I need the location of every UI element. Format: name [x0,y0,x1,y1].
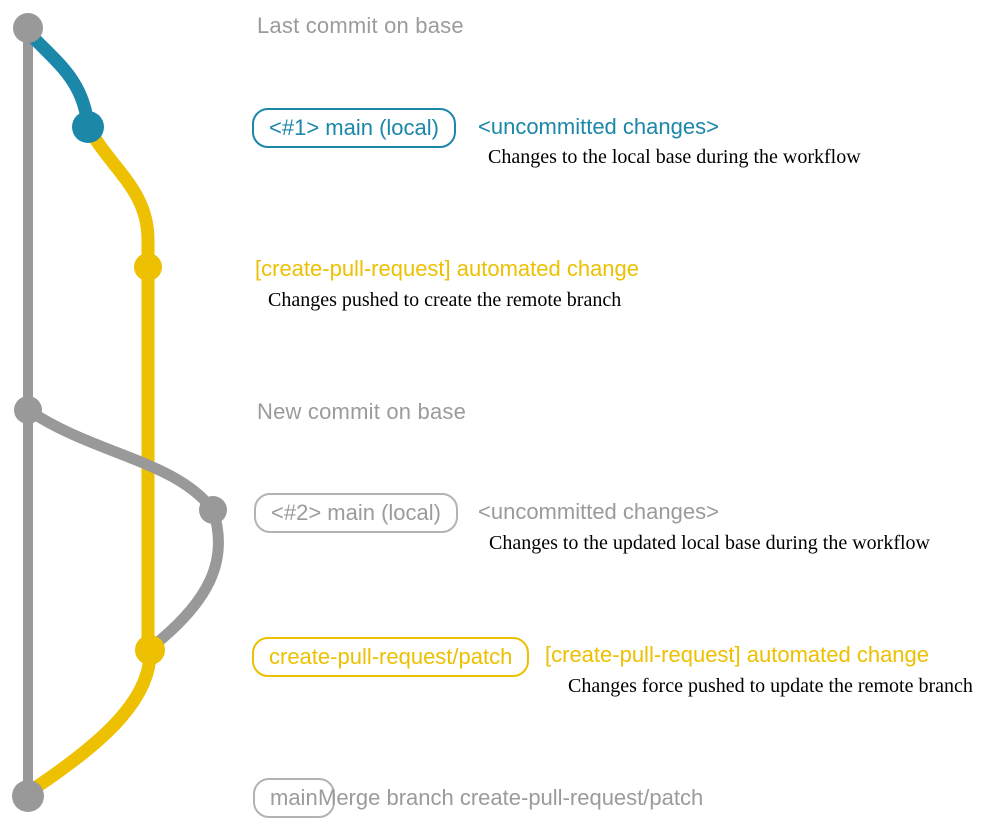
commit-dot-new-base [14,396,42,424]
main-local-1-branch-line [23,27,95,134]
commit-dot-automated-change-2 [135,635,165,665]
description-automated-change-1: Changes pushed to create the remote bran… [268,289,622,311]
commit-dot-main-local-2 [199,496,227,524]
description-main-local-2: Changes to the updated local base during… [489,532,930,554]
commit-message-automated-change-1: [create-pull-request] automated change [255,256,640,281]
branch-label-patch: create-pull-request/patch [252,637,530,677]
new-commit-on-base-title: New commit on base [257,399,467,424]
commit-message-main-local-1: <uncommitted changes> [478,114,719,139]
commit-dot-last-base [13,13,43,43]
main-local-2-branch-line [22,404,219,516]
main-local-2-rebase-line [146,504,224,653]
patch-branch-line [81,120,155,657]
commit-dot-main-local-1 [72,111,104,143]
branch-label-main-local-2: <#2> main (local) [254,493,458,533]
commit-dot-merge [12,780,44,812]
commit-message-merge: Merge branch create-pull-request/patch [318,785,704,810]
description-main-local-1: Changes to the local base during the wor… [488,146,861,168]
branch-label-main: main [253,778,335,818]
commit-dot-automated-change-1 [134,253,162,281]
patch-merge-line [25,643,157,797]
branch-label-main-local-1: <#1> main (local) [252,108,456,148]
description-automated-change-2: Changes force pushed to update the remot… [568,675,973,697]
commit-message-main-local-2: <uncommitted changes> [478,499,719,524]
last-commit-on-base-title: Last commit on base [257,13,464,38]
commit-message-automated-change-2: [create-pull-request] automated change [545,642,930,667]
